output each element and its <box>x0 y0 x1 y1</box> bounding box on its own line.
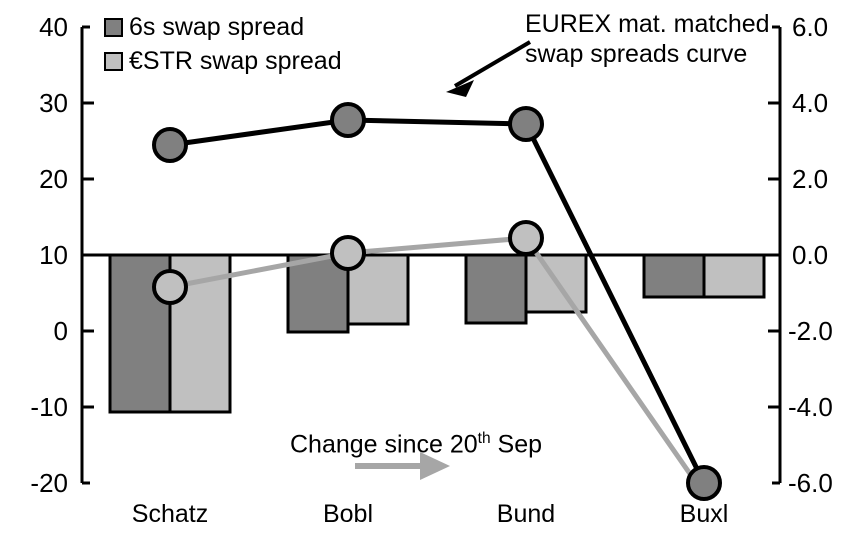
category-label-schatz: Schatz <box>131 500 209 528</box>
bar-estr-buxl <box>702 253 766 299</box>
right-tick-label-6: 6.0 <box>792 12 829 42</box>
right-tick-label-2: 2.0 <box>792 164 829 194</box>
gray-marker-bund <box>508 220 544 256</box>
bar-6s-bobl <box>286 253 350 334</box>
right-tick-label-minus4: -4.0 <box>788 392 833 422</box>
curve-note: EUREX mat. matched swap spreads curve <box>525 10 770 69</box>
right-tick-label-4: 4.0 <box>792 88 829 118</box>
left-tick-label-minus10: -10 <box>30 392 68 422</box>
legend-swatch-6s-icon <box>104 17 123 37</box>
left-tick-label-40: 40 <box>39 12 68 42</box>
right-tick-label-minus2: -2.0 <box>788 316 833 346</box>
gray-marker-bobl <box>330 235 366 271</box>
right-tick-label-minus6: -6.0 <box>788 468 833 498</box>
gray-marker-schatz <box>152 269 188 305</box>
left-tick-label-30: 30 <box>39 88 68 118</box>
curve-note-line-2: swap spreads curve <box>525 39 748 68</box>
bar-6s-bund <box>464 253 528 325</box>
black-marker-schatz <box>152 127 188 163</box>
change-note-arrow-icon <box>355 452 450 480</box>
left-tick-label-10: 10 <box>39 240 68 270</box>
legend: 6s swap spread €STR swap spread <box>104 10 342 78</box>
black-marker-bobl <box>330 102 366 138</box>
left-tick-label-20: 20 <box>39 164 68 194</box>
bar-6s-buxl <box>642 253 706 299</box>
curve-note-arrow-icon <box>446 40 532 97</box>
change-note-sup: th <box>477 430 491 447</box>
curve-note-line-1: EUREX mat. matched <box>525 10 770 38</box>
black-marker-bund <box>508 106 544 142</box>
black-marker-buxl <box>686 465 722 501</box>
legend-label-6s: 6s swap spread <box>129 12 305 41</box>
legend-label-estr: €STR swap spread <box>129 46 342 75</box>
gray-series-line <box>169 235 707 496</box>
category-label-bund: Bund <box>496 500 556 528</box>
change-note: Change since 20th Sep <box>290 430 542 460</box>
left-tick-label-0: 0 <box>53 316 68 346</box>
right-tick-label-0: 0.0 <box>792 240 829 270</box>
change-note-suffix: Sep <box>490 430 543 459</box>
category-label-bobl: Bobl <box>322 500 374 528</box>
black-series-line <box>169 117 707 485</box>
legend-swatch-estr-icon <box>104 51 123 71</box>
legend-item-estr[interactable]: €STR swap spread <box>104 44 342 78</box>
left-tick-label-minus20: -20 <box>30 468 68 498</box>
legend-item-6s[interactable]: 6s swap spread <box>104 10 342 44</box>
category-label-buxl: Buxl <box>679 500 729 528</box>
change-note-prefix: Change since 20 <box>290 430 478 459</box>
